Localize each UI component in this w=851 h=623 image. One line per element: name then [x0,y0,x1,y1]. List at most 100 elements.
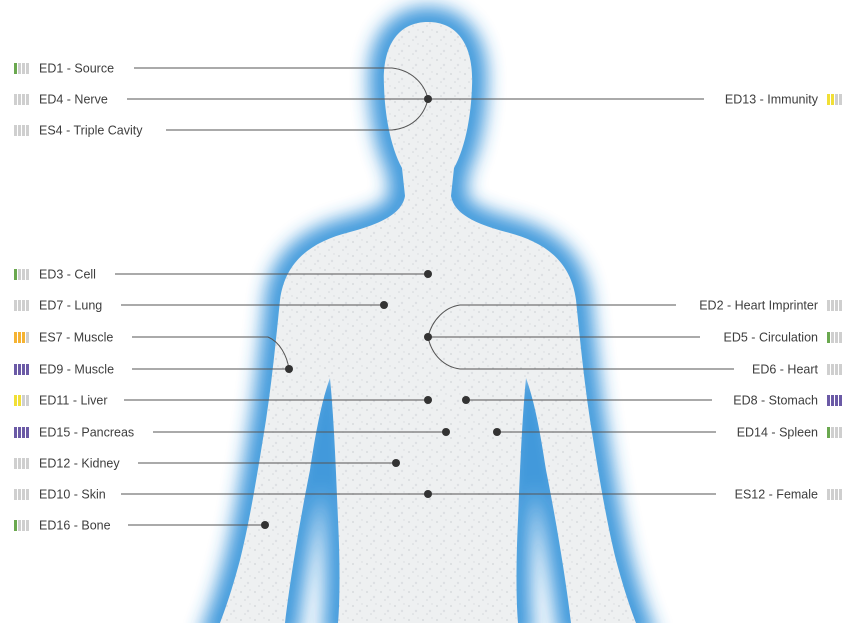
indicator-segment [18,94,21,105]
indicator-ed15 [14,427,30,438]
indicator-segment [831,300,834,311]
indicator-segment [26,364,29,375]
indicator-ed4 [14,94,30,105]
indicator-es4 [14,125,30,136]
point-ed8 [462,396,470,404]
label-ed3: ED3 - Cell [14,266,96,282]
indicator-segment [835,489,838,500]
indicator-ed9 [14,364,30,375]
label-text-ed10: ED10 - Skin [39,488,106,502]
point-heart [424,333,432,341]
label-ed8: ED8 - Stomach [733,392,843,408]
indicator-ed16 [14,520,30,531]
label-text-ed4: ED4 - Nerve [39,93,108,107]
indicator-segment [14,520,17,531]
indicator-segment [831,427,834,438]
indicator-segment [14,125,17,136]
indicator-segment [835,94,838,105]
indicator-segment [14,332,17,343]
label-text-es7: ES7 - Muscle [39,331,113,345]
label-es4: ES4 - Triple Cavity [14,122,143,138]
label-text-ed2: ED2 - Heart Imprinter [699,299,818,313]
indicator-segment [26,458,29,469]
indicator-es12 [827,489,843,500]
indicator-segment [18,269,21,280]
indicator-segment [22,332,25,343]
indicator-segment [18,489,21,500]
indicator-segment [26,489,29,500]
label-text-ed5: ED5 - Circulation [724,331,818,345]
indicator-segment [831,364,834,375]
point-ed10 [424,490,432,498]
indicator-segment [22,63,25,74]
indicator-ed10 [14,489,30,500]
indicator-segment [26,94,29,105]
indicator-ed3 [14,269,30,280]
indicator-segment [22,300,25,311]
indicator-ed1 [14,63,30,74]
indicator-segment [14,63,17,74]
label-ed16: ED16 - Bone [14,517,111,533]
indicator-ed2 [827,300,843,311]
indicator-segment [14,94,17,105]
indicator-segment [827,94,830,105]
label-ed2: ED2 - Heart Imprinter [699,297,843,313]
indicator-segment [18,332,21,343]
indicator-segment [839,427,842,438]
indicator-segment [839,300,842,311]
label-text-ed7: ED7 - Lung [39,299,102,313]
indicator-segment [839,94,842,105]
indicator-segment [22,269,25,280]
indicator-segment [26,427,29,438]
indicator-segment [22,94,25,105]
indicator-segment [835,332,838,343]
indicator-segment [18,364,21,375]
indicator-segment [831,332,834,343]
label-text-ed15: ED15 - Pancreas [39,426,134,440]
label-text-es12: ES12 - Female [735,488,818,502]
indicator-segment [14,489,17,500]
label-text-ed14: ED14 - Spleen [737,426,818,440]
label-ed15: ED15 - Pancreas [14,424,134,440]
indicator-segment [18,458,21,469]
indicator-segment [831,94,834,105]
point-head [424,95,432,103]
indicator-segment [22,395,25,406]
indicator-segment [26,269,29,280]
indicator-segment [18,63,21,74]
indicator-segment [26,63,29,74]
indicator-segment [827,364,830,375]
indicator-ed14 [827,427,843,438]
label-text-ed1: ED1 - Source [39,62,114,76]
indicator-segment [839,489,842,500]
indicator-segment [831,395,834,406]
indicator-segment [839,332,842,343]
indicator-segment [22,427,25,438]
indicator-segment [22,364,25,375]
indicator-segment [18,520,21,531]
label-text-es4: ES4 - Triple Cavity [39,124,143,138]
indicator-ed6 [827,364,843,375]
point-ed12 [392,459,400,467]
label-es7: ES7 - Muscle [14,329,113,345]
indicator-segment [835,395,838,406]
label-ed13: ED13 - Immunity [725,91,843,107]
label-ed6: ED6 - Heart [752,361,843,377]
indicator-ed13 [827,94,843,105]
indicator-ed8 [827,395,843,406]
point-ed11 [424,396,432,404]
point-ed14 [493,428,501,436]
indicator-segment [839,364,842,375]
indicator-es7 [14,332,30,343]
label-ed1: ED1 - Source [14,60,114,76]
indicator-segment [18,300,21,311]
indicator-segment [827,332,830,343]
label-es12: ES12 - Female [735,486,843,502]
indicator-segment [14,300,17,311]
label-ed12: ED12 - Kidney [14,455,120,471]
point-ed9 [285,365,293,373]
indicator-segment [22,125,25,136]
label-ed4: ED4 - Nerve [14,91,108,107]
point-ed16 [261,521,269,529]
indicator-segment [18,395,21,406]
